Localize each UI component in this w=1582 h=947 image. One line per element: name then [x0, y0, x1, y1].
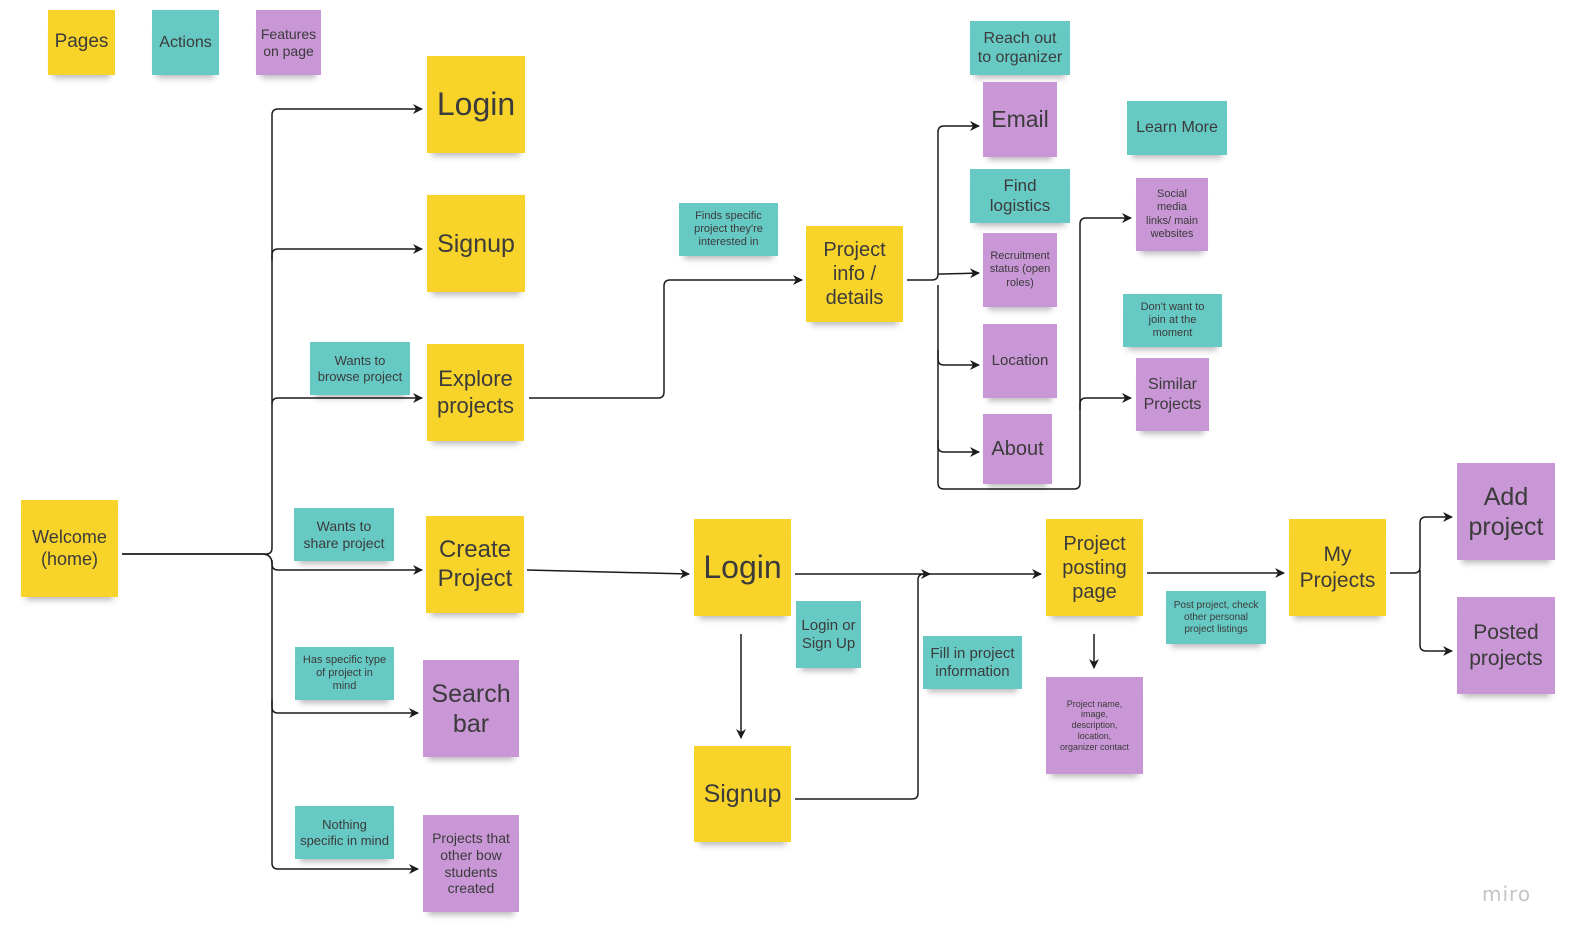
legend-actions-label: Actions — [159, 33, 212, 51]
search-bar-label: Search bar — [431, 679, 511, 738]
finds-specific-label: Finds specific project they're intereste… — [694, 209, 763, 249]
signup-bottom-note[interactable]: Signup — [694, 746, 791, 842]
explore-projects-label: Explore projects — [436, 366, 515, 418]
posted-projects-label: Posted projects — [1469, 621, 1543, 670]
connector-welcome-login — [122, 104, 423, 555]
social-media-label: Social media links/ main websites — [1146, 188, 1198, 240]
recruitment-status-note[interactable]: Recruitment status (open roles) — [983, 233, 1057, 307]
login-page-note[interactable]: Login — [427, 56, 525, 153]
legend-features-note: Features on page — [256, 10, 321, 75]
projects-other-students-label: Projects that other bow students created — [432, 829, 510, 897]
connector-create-login — [526, 568, 690, 579]
login-or-signup-label: Login or Sign Up — [801, 616, 856, 652]
connector-info-location — [937, 285, 980, 370]
email-label: Email — [991, 105, 1049, 132]
post-check-label: Post project, check other personal proje… — [1173, 599, 1259, 635]
login-mid-note[interactable]: Login — [694, 519, 791, 616]
finds-specific-note[interactable]: Finds specific project they're intereste… — [679, 203, 778, 256]
legend-features-label: Features on page — [260, 25, 317, 59]
social-media-note[interactable]: Social media links/ main websites — [1136, 178, 1208, 251]
wants-share-label: Wants to share project — [303, 517, 385, 551]
posting-page-label: Project posting page — [1062, 532, 1127, 603]
wants-share-note[interactable]: Wants to share project — [294, 508, 394, 561]
about-note[interactable]: About — [983, 414, 1052, 484]
my-projects-label: My Projects — [1299, 543, 1376, 592]
create-project-label: Create Project — [437, 535, 513, 592]
my-projects-note[interactable]: My Projects — [1289, 519, 1386, 616]
reach-out-note[interactable]: Reach out to organizer — [970, 21, 1070, 75]
miro-watermark: miro — [1482, 882, 1532, 906]
location-label: Location — [991, 352, 1049, 369]
fill-in-label: Fill in project information — [930, 644, 1015, 680]
has-specific-label: Has specific type of project in mind — [302, 653, 387, 693]
find-logistics-note[interactable]: Find logistics — [970, 169, 1070, 223]
posting-page-note[interactable]: Project posting page — [1046, 519, 1143, 616]
login-mid-label: Login — [703, 549, 782, 586]
create-project-note[interactable]: Create Project — [426, 516, 524, 613]
connector-explore-info — [529, 275, 803, 399]
connector-my-posted — [1419, 570, 1453, 656]
similar-projects-label: Similar Projects — [1143, 376, 1202, 413]
signup-page-note[interactable]: Signup — [427, 195, 525, 292]
learn-more-label: Learn More — [1136, 119, 1218, 137]
nothing-specific-note[interactable]: Nothing specific in mind — [295, 806, 394, 859]
project-info-label: Project info / details — [823, 239, 886, 309]
login-page-label: Login — [436, 86, 516, 123]
project-info-note[interactable]: Project info / details — [806, 226, 903, 322]
connector-info-email — [907, 121, 980, 281]
posting-fields-label: Project name, image, description, locati… — [1059, 698, 1130, 752]
legend-pages-label: Pages — [54, 31, 109, 53]
wants-browse-note[interactable]: Wants to browse project — [310, 342, 410, 395]
add-project-note[interactable]: Add project — [1457, 463, 1555, 560]
posted-projects-note[interactable]: Posted projects — [1457, 597, 1555, 694]
wants-browse-label: Wants to browse project — [317, 352, 403, 384]
connector-info-recruitment — [937, 268, 980, 279]
connector-my-add — [1390, 512, 1453, 574]
welcome-home-note[interactable]: Welcome (home) — [21, 500, 118, 597]
connector-welcome-projects — [271, 700, 419, 874]
learn-more-note[interactable]: Learn More — [1127, 101, 1227, 155]
login-or-signup-note[interactable]: Login or Sign Up — [796, 601, 861, 668]
reach-out-label: Reach out to organizer — [977, 29, 1063, 66]
find-logistics-label: Find logistics — [989, 175, 1051, 215]
connector-signup-posting — [795, 569, 931, 800]
add-project-label: Add project — [1468, 482, 1544, 541]
post-check-note[interactable]: Post project, check other personal proje… — [1166, 591, 1266, 644]
about-label: About — [991, 438, 1044, 460]
location-note[interactable]: Location — [983, 324, 1057, 398]
projects-other-students-note[interactable]: Projects that other bow students created — [423, 815, 519, 912]
dont-want-note[interactable]: Don't want to join at the moment — [1123, 294, 1222, 347]
signup-page-label: Signup — [437, 229, 515, 258]
similar-projects-note[interactable]: Similar Projects — [1136, 358, 1209, 431]
email-note[interactable]: Email — [983, 82, 1057, 157]
legend-actions-note: Actions — [152, 10, 219, 75]
signup-bottom-label: Signup — [703, 780, 782, 808]
connector-welcome-signup — [271, 244, 423, 260]
search-bar-note[interactable]: Search bar — [423, 660, 519, 757]
has-specific-note[interactable]: Has specific type of project in mind — [295, 647, 394, 700]
nothing-specific-label: Nothing specific in mind — [300, 816, 389, 848]
connector-info-social — [937, 213, 1132, 490]
explore-projects-note[interactable]: Explore projects — [427, 344, 524, 441]
legend-pages-note: Pages — [48, 10, 115, 75]
posting-fields-note[interactable]: Project name, image, description, locati… — [1046, 677, 1143, 774]
fill-in-note[interactable]: Fill in project information — [923, 636, 1022, 689]
welcome-home-label: Welcome (home) — [32, 526, 107, 569]
dont-want-label: Don't want to join at the moment — [1140, 300, 1205, 340]
recruitment-status-label: Recruitment status (open roles) — [989, 250, 1051, 289]
connector-info-similar — [1079, 393, 1132, 410]
connector-welcome-explore — [271, 393, 423, 405]
